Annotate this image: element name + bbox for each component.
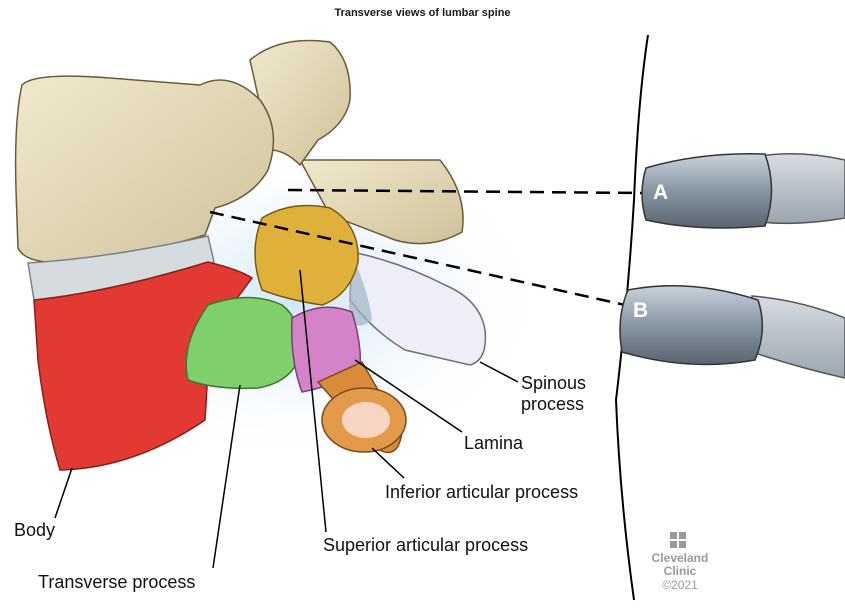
probe-b-label: B bbox=[633, 299, 648, 323]
label-inferior-articular-process: Inferior articular process bbox=[385, 482, 578, 503]
transverse-process-shape bbox=[186, 298, 300, 389]
diagram-title: Transverse views of lumbar spine bbox=[0, 7, 845, 19]
superior-articular-process-shape bbox=[255, 206, 358, 305]
probe-a-label: A bbox=[653, 181, 668, 205]
logo-line2: Clinic bbox=[650, 565, 710, 578]
probe-b-cable bbox=[752, 296, 845, 378]
label-transverse-process: Transverse process bbox=[38, 572, 195, 593]
cleveland-clinic-logo-mark bbox=[670, 532, 686, 548]
label-spinous-process-line1: Spinous bbox=[521, 373, 586, 394]
logo-copyright: ©2021 bbox=[650, 578, 710, 593]
probe-b bbox=[620, 286, 845, 378]
label-superior-articular-process: Superior articular process bbox=[323, 535, 528, 556]
cleveland-clinic-logo: Cleveland Clinic ©2021 bbox=[650, 552, 710, 593]
probe-a-cable bbox=[760, 154, 845, 224]
probe-a bbox=[642, 154, 845, 228]
label-body: Body bbox=[14, 520, 55, 541]
label-lamina: Lamina bbox=[464, 433, 523, 454]
label-spinous-process-line2: process bbox=[521, 394, 584, 415]
inferior-articular-process-face bbox=[342, 402, 390, 438]
leader-line-body bbox=[55, 468, 72, 518]
probe-b-head bbox=[620, 286, 762, 365]
